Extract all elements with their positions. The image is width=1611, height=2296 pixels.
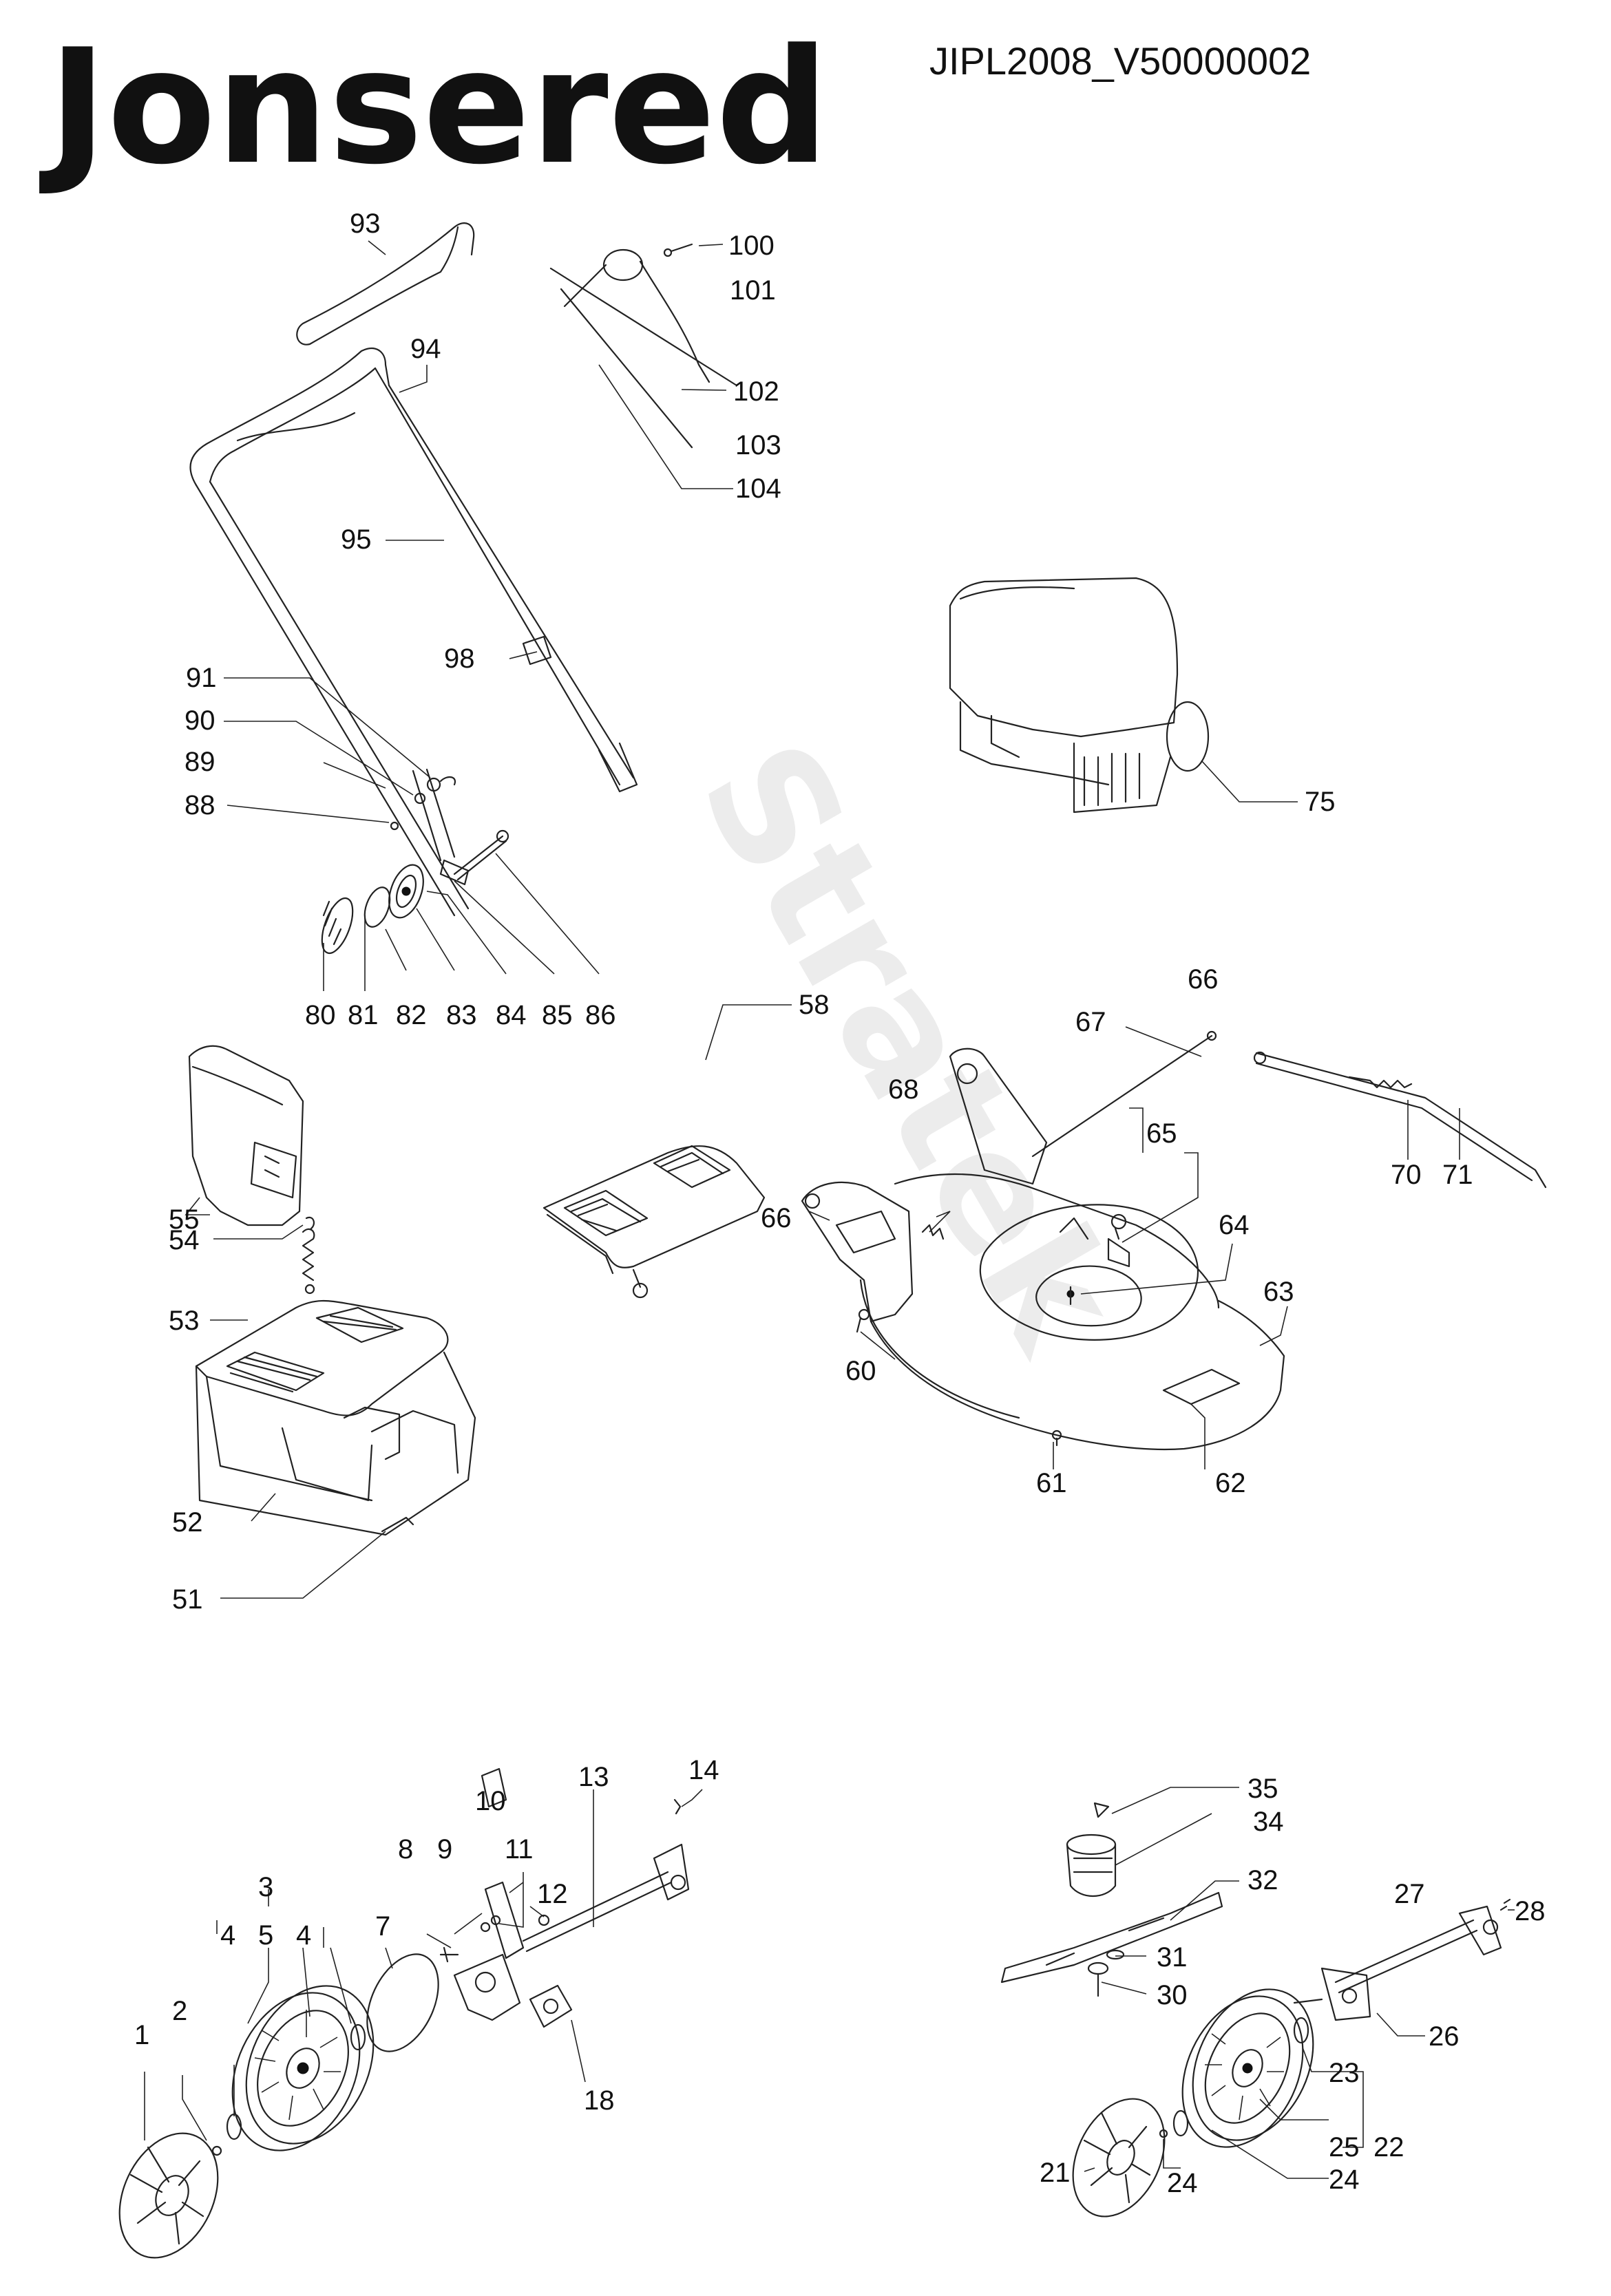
part-label: 86: [585, 1000, 616, 1030]
part-label: 71: [1442, 1160, 1473, 1190]
part-label: 66: [761, 1203, 792, 1233]
handle-assembly: [189, 222, 738, 955]
height-lever: [1253, 1051, 1547, 1189]
part-label: 65: [1146, 1118, 1177, 1149]
part-label: 53: [169, 1306, 200, 1336]
part-label: 75: [1305, 787, 1336, 817]
part-label: 67: [1075, 1007, 1106, 1037]
part-label: 23: [1329, 2058, 1360, 2088]
part-label: 26: [1429, 2021, 1460, 2052]
front-wheel-assembly: [118, 1767, 690, 2259]
part-label: 60: [845, 1356, 876, 1386]
part-label: 3: [258, 1872, 273, 1902]
part-label: 13: [578, 1762, 609, 1792]
document-id: JIPL2008_V50000002: [929, 39, 1311, 83]
part-label: 24: [1167, 2168, 1198, 2198]
part-label: 51: [172, 1584, 203, 1615]
mower-deck: [801, 1030, 1285, 1451]
part-label: 101: [730, 275, 776, 306]
part-label: 31: [1157, 1942, 1188, 1973]
part-label: 70: [1391, 1160, 1422, 1190]
mulch-plug-58: [543, 1145, 766, 1299]
part-label: 98: [444, 644, 475, 674]
part-label: 18: [584, 2085, 615, 2116]
part-label: 5: [258, 1920, 273, 1950]
part-label: 21: [1040, 2158, 1071, 2188]
part-label: 34: [1253, 1807, 1284, 1837]
part-label: 7: [375, 1911, 390, 1942]
part-label: 81: [348, 1000, 379, 1030]
part-label: 52: [172, 1507, 203, 1538]
part-label: 10: [475, 1786, 506, 1816]
part-label: 2: [172, 1996, 187, 2026]
part-label: 95: [341, 524, 372, 555]
part-label: 83: [446, 1000, 477, 1030]
part-label: 64: [1219, 1210, 1250, 1240]
part-label: 58: [799, 990, 830, 1020]
brand-logo: Jonsered: [39, 16, 829, 200]
part-label: 8: [398, 1834, 413, 1864]
part-label: 1: [134, 2020, 149, 2050]
part-label: 24: [1329, 2165, 1360, 2195]
part-label: 102: [733, 376, 779, 407]
part-label: 4: [296, 1920, 311, 1950]
part-label: 68: [888, 1074, 919, 1105]
rear-flap-55: [188, 1045, 315, 1295]
part-label: 100: [728, 231, 775, 261]
part-label: 61: [1036, 1468, 1067, 1498]
part-label: 89: [185, 747, 215, 777]
part-label: 35: [1247, 1774, 1278, 1804]
part-label: 12: [537, 1879, 568, 1909]
part-label: 27: [1394, 1879, 1425, 1909]
part-label: 66: [1188, 964, 1219, 995]
grass-bag: [195, 1299, 476, 1536]
part-label: 4: [220, 1920, 235, 1950]
watermark: Stratek: [664, 713, 1157, 1382]
part-labels: 93 100 101 94 102 103 104 95 98 91 90 89…: [134, 209, 1546, 2198]
part-label: 11: [505, 1834, 534, 1864]
part-label: 9: [437, 1834, 452, 1864]
part-label: 22: [1373, 2132, 1404, 2162]
leader-lines: [144, 240, 1515, 2179]
part-label: 94: [410, 334, 441, 364]
part-label: 80: [305, 1000, 336, 1030]
part-label: 84: [496, 1000, 527, 1030]
part-label: 32: [1247, 1865, 1278, 1895]
part-label: 28: [1515, 1896, 1546, 1926]
part-label: 62: [1215, 1468, 1246, 1498]
part-label: 91: [186, 663, 217, 693]
part-label: 55: [169, 1204, 200, 1235]
rear-wheel-blade-assembly: [1000, 1802, 1511, 2218]
part-label: 54: [169, 1225, 200, 1255]
part-label: 88: [185, 790, 215, 820]
part-label: 63: [1263, 1277, 1294, 1307]
engine-75: [949, 577, 1210, 814]
part-label: 30: [1157, 1980, 1188, 2010]
part-label: 85: [542, 1000, 573, 1030]
part-label: 90: [185, 705, 215, 736]
part-label: 82: [396, 1000, 427, 1030]
part-label: 103: [735, 430, 781, 460]
part-label: 104: [735, 474, 781, 504]
part-label: 93: [350, 209, 381, 239]
part-label: 25: [1329, 2132, 1360, 2162]
part-label: 14: [688, 1755, 719, 1785]
